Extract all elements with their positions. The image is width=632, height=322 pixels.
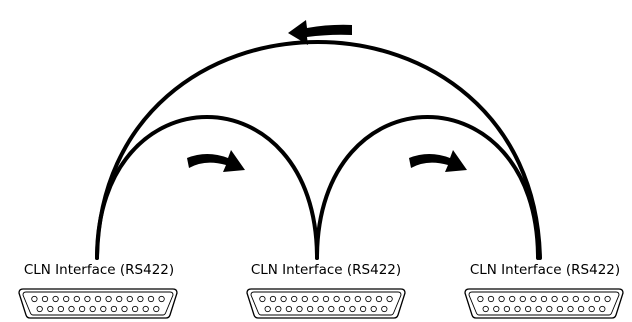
connector-pin <box>593 295 601 303</box>
connector-pin <box>137 295 144 303</box>
connector-pin <box>365 295 372 303</box>
connector-pin <box>556 305 564 313</box>
connector-pin <box>562 295 569 303</box>
link-arc-2-to-3 <box>315 115 540 260</box>
connector-pin <box>285 305 292 313</box>
connector-pin <box>121 305 128 313</box>
link-arc-3-to-1 <box>95 40 542 260</box>
connector-pin <box>63 295 70 303</box>
arrow-left-icon <box>288 20 352 45</box>
connector-pin <box>530 295 537 303</box>
db25-connector <box>246 288 406 319</box>
connector-pin <box>79 305 86 313</box>
connector-pin <box>31 295 38 303</box>
connector-pin <box>588 305 595 313</box>
connector-pin <box>84 295 91 303</box>
connector-pin <box>577 305 585 313</box>
connector-pin <box>540 295 548 303</box>
connector-pin <box>132 305 139 313</box>
connector-pin <box>498 295 505 303</box>
connector-pin <box>296 305 303 313</box>
connector-pin <box>89 305 96 313</box>
connector-pin <box>94 295 102 303</box>
connector-pin <box>275 305 282 313</box>
connector-pin <box>73 295 80 303</box>
connector-pin <box>487 295 495 303</box>
connector-inner <box>22 291 174 316</box>
connector-pin <box>158 295 165 303</box>
connector-pin <box>338 305 345 313</box>
connector-pin <box>312 295 319 303</box>
connector-pin <box>493 305 500 313</box>
connector-pin <box>105 295 112 303</box>
connector-inner <box>468 291 620 316</box>
connector-pin <box>280 295 287 303</box>
connector-pin <box>599 305 606 313</box>
connector-pin <box>116 295 123 303</box>
connector-pin <box>52 295 59 303</box>
connector-pin <box>546 305 553 313</box>
connector-pin <box>147 295 155 303</box>
connector-pin <box>572 295 579 303</box>
connector-label-2: CLN Interface (RS422) <box>250 262 402 278</box>
connector-pin <box>306 305 314 313</box>
connector-pin <box>381 305 388 313</box>
connector-shell <box>464 288 624 319</box>
connector-pin <box>583 295 590 303</box>
connector-pin <box>344 295 351 303</box>
connector-pin <box>264 305 271 313</box>
connector-pin <box>301 295 308 303</box>
connector-pin <box>36 305 43 313</box>
connector-shell <box>246 288 406 319</box>
connector-pin <box>41 295 49 303</box>
connector-pin <box>482 305 489 313</box>
connector-label-1: CLN Interface (RS422) <box>23 262 175 278</box>
connector-pin <box>370 305 377 313</box>
connector-pin <box>291 295 298 303</box>
connector-pin <box>68 305 75 313</box>
connector-pin <box>259 295 266 303</box>
connector-pin <box>477 295 484 303</box>
connector-pin <box>519 295 526 303</box>
connector-pin <box>322 295 330 303</box>
connector-pin <box>126 295 133 303</box>
connector-pin <box>514 305 521 313</box>
connector-pin <box>503 305 510 313</box>
connector-pin <box>47 305 54 313</box>
connector-pin <box>524 305 532 313</box>
connector-pin <box>375 295 383 303</box>
connector-pin <box>153 305 160 313</box>
connector-pin <box>333 295 340 303</box>
connector-pin <box>551 295 558 303</box>
connector-label-3: CLN Interface (RS422) <box>469 262 621 278</box>
connector-pin <box>269 295 277 303</box>
connector-pin <box>100 305 107 313</box>
connector-shell <box>18 288 178 319</box>
connector-pin <box>354 295 361 303</box>
connector-pin <box>604 295 611 303</box>
db25-connector <box>464 288 624 319</box>
connector-pin <box>317 305 324 313</box>
connector-pin <box>57 305 65 313</box>
connector-pin <box>110 305 118 313</box>
connector-pin <box>535 305 542 313</box>
connector-pin <box>567 305 574 313</box>
arrow-right-icon <box>187 150 245 172</box>
connector-pin <box>359 305 367 313</box>
connector-pin <box>328 305 335 313</box>
db25-connector <box>18 288 178 319</box>
connector-pin <box>386 295 393 303</box>
arrow-right-icon <box>409 150 467 172</box>
connector-inner <box>250 291 402 316</box>
connector-pin <box>349 305 356 313</box>
connector-pin <box>509 295 516 303</box>
connector-pin <box>142 305 149 313</box>
